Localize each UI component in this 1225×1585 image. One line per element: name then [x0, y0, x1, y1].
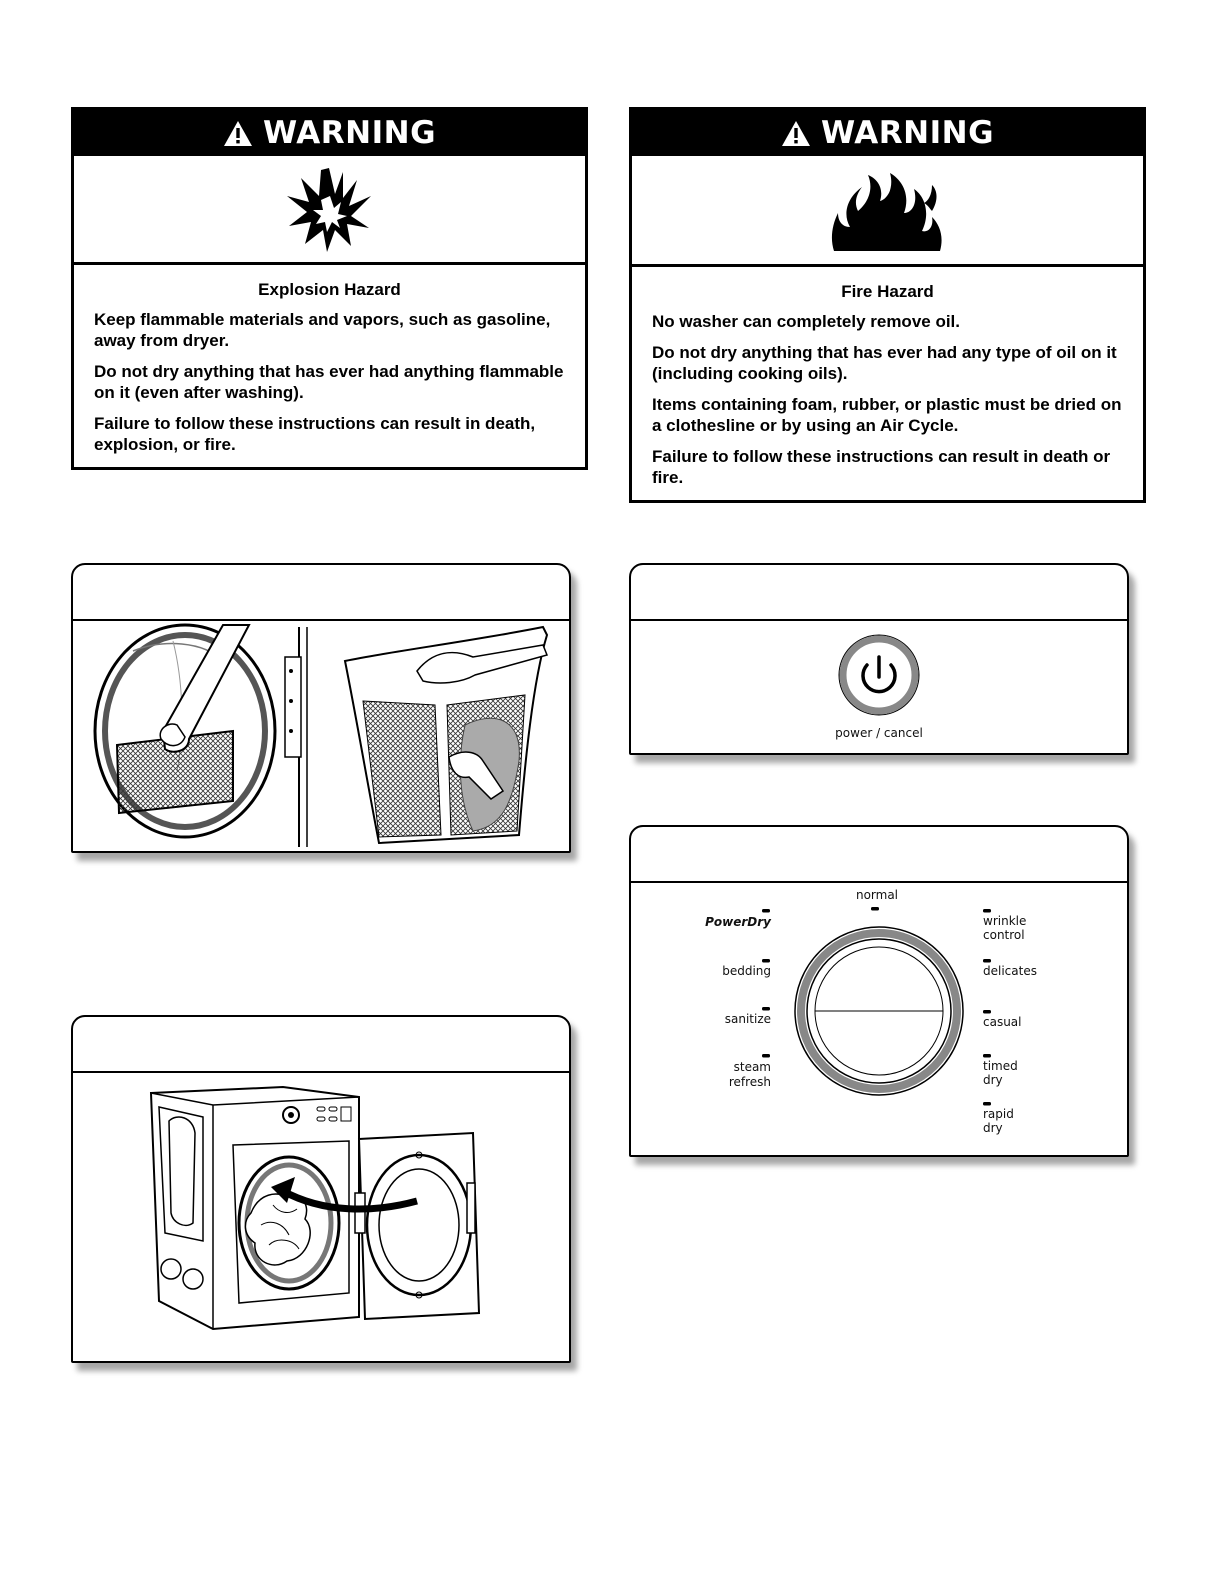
lint-screen-panel — [71, 563, 571, 853]
warning-line: Items containing foam, rubber, or plasti… — [652, 395, 1122, 435]
cycle-steam[interactable]: steam — [734, 1060, 771, 1074]
cycle-refresh[interactable]: refresh — [729, 1075, 771, 1089]
warning-banner: WARNING — [74, 110, 585, 156]
panel-header — [73, 1017, 569, 1073]
warning-box-explosion: WARNING Explosion Hazard Keep flammable … — [71, 107, 588, 470]
cycle-bedding[interactable]: bedding — [722, 964, 771, 978]
hazard-title: Explosion Hazard — [258, 280, 401, 299]
warning-text: Explosion Hazard Keep flammable material… — [74, 265, 585, 475]
warning-box-fire: WARNING Fire Hazard No washer can comple… — [629, 107, 1146, 503]
lint-screen-illustration — [93, 623, 549, 847]
warning-title: WARNING — [820, 115, 995, 151]
power-icon[interactable] — [861, 655, 897, 694]
hazard-title: Fire Hazard — [841, 282, 934, 301]
cycle-casual[interactable]: casual — [983, 1015, 1022, 1029]
load-dryer-illustration — [149, 1085, 481, 1331]
cycle-timed[interactable]: timed — [983, 1059, 1018, 1073]
fire-icon — [831, 173, 942, 251]
warning-triangle-icon — [781, 120, 810, 146]
hazard-icon-area — [74, 156, 585, 265]
warning-line: Keep flammable materials and vapors, suc… — [94, 310, 551, 350]
warning-text: Fire Hazard No washer can completely rem… — [632, 267, 1143, 508]
cycle-timed-dry[interactable]: dry — [983, 1073, 1003, 1087]
panel-header — [631, 827, 1127, 883]
cycle-rapid[interactable]: rapid — [983, 1107, 1014, 1121]
cycle-normal[interactable]: normal — [856, 888, 898, 902]
power-cancel-label: power / cancel — [835, 726, 923, 740]
cycle-wrinkle[interactable]: wrinkle — [983, 914, 1026, 928]
panel-header — [73, 565, 569, 621]
cycle-rapid-dry[interactable]: dry — [983, 1121, 1003, 1135]
warning-line: Failure to follow these instructions can… — [94, 414, 536, 454]
cycle-delicates[interactable]: delicates — [983, 964, 1037, 978]
cycle-panel: normal PowerDry bedding sanitize steam r… — [629, 825, 1129, 1157]
cycle-control[interactable]: control — [983, 928, 1025, 942]
warning-line: Failure to follow these instructions can… — [652, 447, 1111, 487]
panel-header — [631, 565, 1127, 621]
load-dryer-panel — [71, 1015, 571, 1363]
warning-banner: WARNING — [632, 110, 1143, 156]
power-panel: power / cancel — [629, 563, 1129, 755]
cycle-powerdry[interactable]: PowerDry — [705, 915, 772, 929]
warning-line: No washer can completely remove oil. — [652, 312, 961, 331]
warning-line: Do not dry anything that has ever had an… — [94, 362, 564, 402]
hazard-icon-area — [632, 156, 1143, 267]
warning-title: WARNING — [262, 115, 437, 151]
cycle-sanitize[interactable]: sanitize — [725, 1012, 771, 1026]
explosion-icon — [286, 168, 371, 252]
warning-triangle-icon — [223, 120, 252, 146]
warning-line: Do not dry anything that has ever had an… — [652, 343, 1117, 383]
